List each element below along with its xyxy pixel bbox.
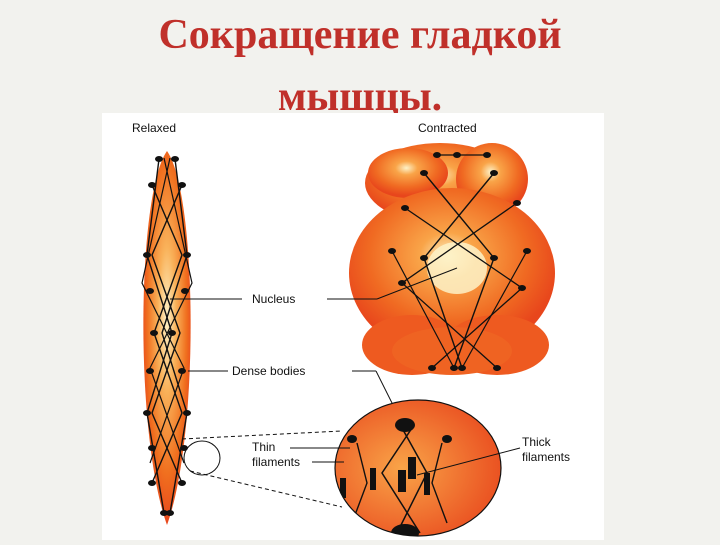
magnification-circle: [183, 440, 221, 476]
dense-bodies-label: Dense bodies: [232, 364, 305, 378]
thin-filaments-label-line-2: filaments: [252, 455, 300, 469]
relaxed-label: Relaxed: [132, 121, 176, 135]
thick-filaments-label-line-1: Thick: [522, 435, 552, 449]
relaxed-dense-bodies: [143, 156, 191, 516]
thick-filaments-label-line-2: filaments: [522, 450, 570, 464]
smooth-muscle-diagram: Relaxed Contracted: [102, 113, 604, 540]
contracted-cell: [349, 143, 555, 375]
relaxed-cell: [141, 151, 193, 525]
nucleus-callout: Nucleus: [170, 267, 458, 306]
zoomed-filaments: [335, 400, 501, 536]
thin-filaments-callout: Thin filaments: [252, 440, 350, 469]
thick-filaments-callout: Thick filaments: [416, 435, 570, 476]
slide-title-line-1: Сокращение гладкой: [158, 12, 562, 58]
dense-bodies-callout: Dense bodies: [188, 364, 403, 424]
contracted-dense-bodies: [388, 152, 531, 371]
zoom-lens: [334, 399, 502, 537]
contracted-label: Contracted: [418, 121, 477, 135]
slide-title-line-2: мышцы.: [277, 74, 443, 120]
thin-filaments-label-line-1: Thin: [252, 440, 275, 454]
nucleus-label: Nucleus: [252, 292, 295, 306]
